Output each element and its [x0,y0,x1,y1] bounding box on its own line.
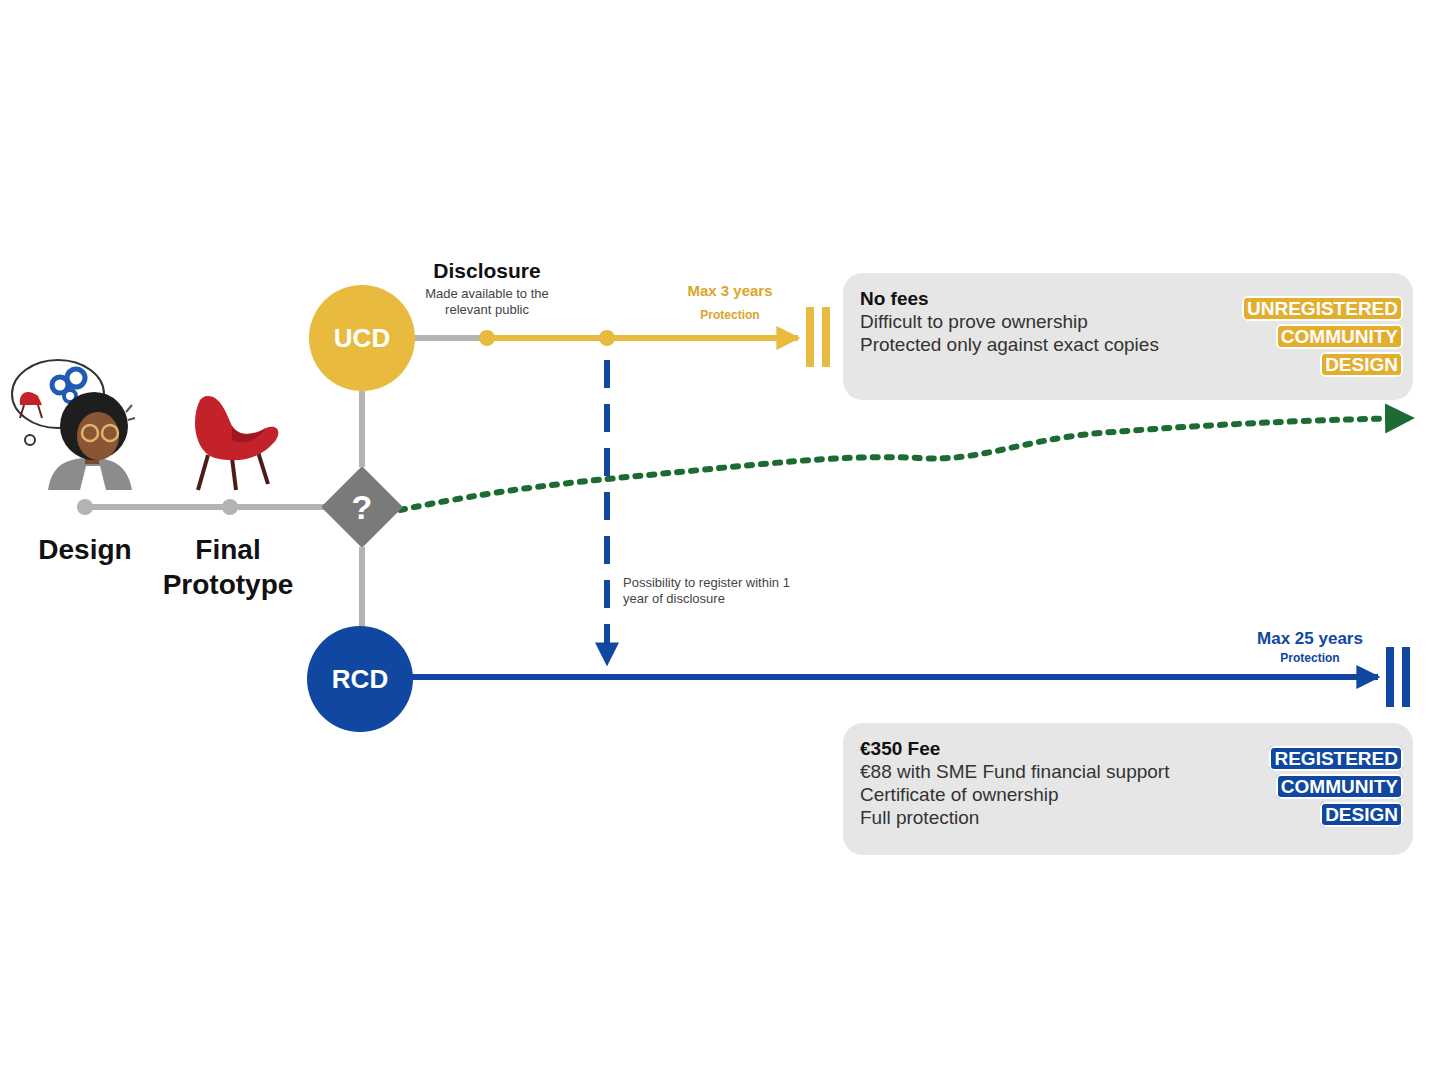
register-arrow [604,360,610,664]
end-bar [822,307,830,367]
chair-prototype [195,396,278,490]
circle-label: RCD [332,664,388,695]
register-note: Possibility to register within 1 year of… [623,575,808,608]
disclosure-title: Disclosure [407,258,567,284]
circle-label: UCD [334,323,390,354]
badge-wrap: REGISTERED COMMUNITY DESIGN [1231,737,1403,829]
stage-label: Final Prototype [143,532,313,602]
stage-label: Design [5,532,165,567]
protection-caption: Protection [670,308,790,323]
rcd-protection-arrow [412,674,1378,680]
info-line: Protected only against exact copies [860,333,1159,356]
branch-connector [359,547,365,626]
timeline-line [85,504,340,510]
info-line: €88 with SME Fund financial support [860,760,1169,783]
timeline-dot [599,330,615,346]
timeline-dot [222,499,238,515]
info-line: No fees [860,287,1159,310]
info-text: No feesDifficult to prove ownershipProte… [860,287,1159,356]
design-type-badge: REGISTERED COMMUNITY DESIGN [1269,746,1403,827]
ucd-info-box: No feesDifficult to prove ownershipProte… [843,273,1413,400]
timeline-dot [77,499,93,515]
protection-duration: Max 25 years [1235,628,1385,649]
info-line: €350 Fee [860,737,1169,760]
rcd-info-box: €350 Fee€88 with SME Fund financial supp… [843,723,1413,855]
end-bar [1386,647,1394,707]
branch-connector [359,391,365,467]
design-type-badge: UNREGISTERED COMMUNITY DESIGN [1242,296,1403,377]
ucd-protection-arrow [487,335,798,341]
disclosure-dot [479,330,495,346]
protection-duration: Max 3 years [660,282,800,301]
designer-figure [12,360,135,490]
disclosure-note: Made available to the relevant public [417,286,557,319]
diamond-outline [324,469,400,545]
decision-mark: ? [352,488,373,527]
info-line: Certificate of ownership [860,783,1169,806]
rcd-circle: RCD [307,626,413,732]
info-text: €350 Fee€88 with SME Fund financial supp… [860,737,1169,829]
badge-wrap: UNREGISTERED COMMUNITY DESIGN [1231,287,1403,379]
decision-diamond: ? [322,467,402,547]
protection-caption: Protection [1250,651,1370,666]
dotted-path [400,418,1412,510]
info-line: Full protection [860,806,1169,829]
info-line: Difficult to prove ownership [860,310,1159,333]
ucd-grey-line [414,335,487,341]
end-bar [806,307,814,367]
end-bar [1402,647,1410,707]
ucd-circle: UCD [309,285,415,391]
